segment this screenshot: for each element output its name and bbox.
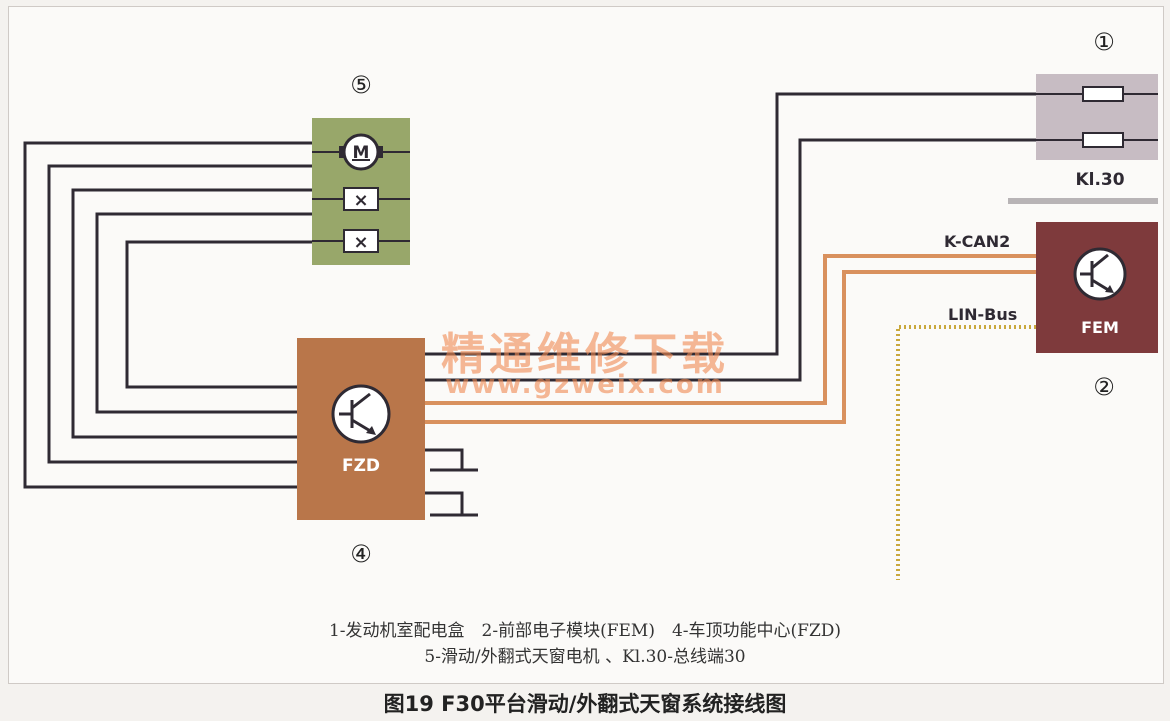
motor-wire-2: [47, 164, 312, 464]
watermark-url: www.gzweix.com: [445, 370, 725, 400]
legend-line-1: 1-发动机室配电盒 2-前部电子模块(FEM) 4-车顶功能中心(FZD): [328, 621, 842, 641]
power-wire-1: [425, 92, 1036, 356]
motor-wire-3: [71, 188, 312, 439]
lin-bus-wire: [896, 325, 1036, 580]
legend-line-2: 5-滑动/外翻式天窗电机 、Kl.30-总线端30: [424, 647, 746, 667]
fem-label: FEM: [1081, 318, 1119, 337]
fuse-icon-1: [1082, 86, 1124, 102]
motor-unit: M × ×: [312, 118, 410, 265]
figure-caption: 图19 F30平台滑动/外翻式天窗系统接线图: [383, 692, 787, 716]
watermark-title: 精通维修下载: [441, 329, 729, 380]
motor-wire-4: [95, 212, 312, 414]
kcan-label: K-CAN2: [944, 232, 1010, 251]
fuse-box-number: ①: [1093, 28, 1115, 56]
separator-bar: [1008, 198, 1158, 204]
motor-wire-bundle: [23, 141, 312, 489]
fzd-module: FZD: [297, 338, 425, 520]
kcan-wire-2: [425, 270, 1036, 424]
fem-module: FEM: [1036, 222, 1158, 353]
kcan-bus-wires: [425, 254, 1036, 424]
fzd-number: ④: [350, 540, 372, 568]
power-wire-bundle: [425, 92, 1036, 382]
transistor-icon-fzd: [331, 384, 391, 444]
motor-symbol-label: M: [353, 143, 370, 163]
fuse-icon-2: [1082, 132, 1124, 148]
ground-symbols: [425, 448, 478, 517]
switch-symbol-2: ×: [353, 232, 368, 253]
motor-wire-1: [23, 141, 312, 489]
ground-wire-1: [425, 448, 464, 470]
switch-symbol-1: ×: [353, 190, 368, 211]
switch-icon-2: [343, 229, 379, 253]
fem-number: ②: [1093, 373, 1115, 401]
lin-bus-label: LIN-Bus: [948, 305, 1017, 324]
motor-wire-5: [125, 240, 312, 389]
fzd-label: FZD: [342, 456, 380, 476]
switch-icon-1: [343, 187, 379, 211]
ground-wire-2: [425, 491, 464, 515]
motor-unit-number: ⑤: [350, 71, 372, 99]
fuse-box: [1036, 74, 1158, 160]
power-wire-2: [425, 138, 1036, 382]
diagram-frame: [8, 6, 1164, 684]
transistor-icon-fem: [1073, 247, 1127, 301]
fuse-box-label: Kl.30: [1075, 170, 1124, 190]
kcan-wire-1: [425, 254, 1036, 405]
